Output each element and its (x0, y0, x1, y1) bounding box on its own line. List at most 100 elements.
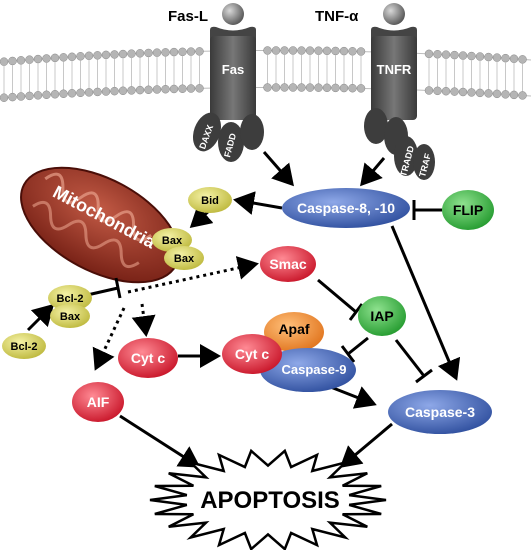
bcl-2-complex-label: Bcl-2 (57, 293, 84, 305)
lipid-head (0, 57, 9, 66)
arrow-release-cytc (131, 303, 156, 337)
lipid-head (348, 83, 357, 93)
lipid-head (135, 85, 145, 95)
lipid-head (8, 56, 17, 66)
arrow-bcl-2-to-complex (26, 303, 55, 332)
lipid-head (50, 90, 60, 99)
lipid-head (161, 84, 170, 94)
lipid-head (186, 84, 196, 93)
inhibit-iap-caspase-3 (394, 339, 426, 377)
lipid-head (0, 93, 9, 102)
lipid-head (42, 90, 51, 100)
mitochondria: Mitochondria (20, 166, 180, 284)
lipid-head (195, 47, 204, 56)
lipid-head (441, 50, 451, 59)
lipid-head (501, 53, 510, 63)
lipid-head (339, 46, 349, 56)
lipid-head (271, 83, 281, 92)
lipid-head (144, 85, 153, 95)
lipid-head (424, 86, 434, 95)
lipid-head (178, 84, 187, 93)
cyt-c-complex-node (222, 334, 282, 374)
lipid-head (314, 83, 323, 92)
inhibit-smac-iap (317, 278, 357, 314)
lipid-head (33, 91, 43, 100)
tnfr-adaptors: TRADD TRAF (364, 108, 435, 180)
lipid-head (16, 56, 26, 65)
lipid-head (42, 54, 51, 63)
bcl-2-label: Bcl-2 (11, 341, 38, 353)
lipid-head (263, 83, 272, 92)
lipid-head (178, 47, 187, 57)
cyt-c-complex-label: Cyt c (235, 346, 269, 362)
apaf-node (264, 312, 324, 352)
lipid-head (152, 48, 162, 57)
arrow-caspase-8-to-caspase-3 (390, 225, 461, 381)
lipid-head (263, 46, 272, 55)
lipid-head (297, 83, 306, 92)
lipid-head (288, 46, 298, 55)
lipid-head (186, 47, 196, 56)
lipid-head (59, 53, 68, 62)
lipid-head (84, 88, 94, 97)
cell-membrane (0, 46, 531, 102)
lipid-head (501, 90, 510, 99)
lipid-head (305, 83, 315, 92)
lipid-head (67, 89, 77, 98)
arrow-release-smac (127, 256, 259, 294)
lipid-head (76, 52, 85, 61)
lipid-head (152, 85, 162, 94)
aif-label: AIF (87, 394, 110, 410)
lipid-head (331, 46, 340, 56)
lipid-head (475, 88, 485, 98)
caspase-9-node (260, 348, 356, 392)
lipid-head (101, 50, 111, 60)
apoptosis-outcome: APOPTOSIS (149, 448, 387, 550)
tnfr-label: TNFR (377, 62, 412, 77)
bcl-2-node (2, 333, 46, 359)
lipid-head (331, 83, 340, 93)
fas-label: Fas (222, 62, 244, 77)
arrow-tradd-to-caspase-8 (360, 157, 386, 187)
lipid-head (348, 47, 357, 56)
arrow-aif-to-apoptosis (119, 414, 201, 468)
pathway-arrows (26, 151, 461, 468)
lipid-head (127, 86, 136, 95)
lipid-head (16, 92, 26, 101)
lipid-head (161, 48, 170, 57)
lipid-head (169, 84, 179, 94)
bid-label: Bid (201, 195, 219, 207)
lipid-head (76, 88, 85, 98)
lipid-heads-inner (0, 83, 527, 102)
lipid-head (518, 55, 527, 64)
lipid-head (195, 84, 204, 93)
lipid-head (135, 49, 145, 58)
lipid-head (59, 89, 68, 99)
aif-node (72, 382, 124, 422)
lipid-head (118, 86, 128, 96)
release-arrows (92, 256, 259, 371)
arrow-caspase-9-to-caspase-3 (327, 384, 377, 409)
bcl-family: Bid Bax Bax Bcl-2 Bax Bcl-2 (2, 187, 232, 359)
lipid-head (492, 89, 502, 99)
lipid-head (127, 49, 136, 58)
arrow-caspase-3-to-apoptosis (339, 422, 393, 468)
lipid-head (458, 51, 468, 60)
smac-label: Smac (269, 256, 307, 272)
fas-adaptors: DAXX FADD (192, 112, 264, 162)
lipid-head (169, 47, 179, 57)
lipid-head (467, 88, 476, 97)
lipid-head (509, 54, 519, 64)
apoptosis-starburst (149, 448, 387, 550)
lipid-head (8, 92, 17, 102)
lipid-head (271, 46, 281, 55)
lipid-head (484, 52, 493, 62)
bax-label-1: Bax (162, 235, 183, 247)
inhibit-iap-caspase-9 (347, 336, 369, 356)
lipid-head (144, 48, 153, 58)
tnfr-receptor: TNFR (371, 26, 417, 120)
iap-label: IAP (370, 308, 393, 324)
lipid-head (297, 46, 306, 55)
lipid-head (356, 47, 366, 56)
lipid-head (110, 50, 119, 59)
